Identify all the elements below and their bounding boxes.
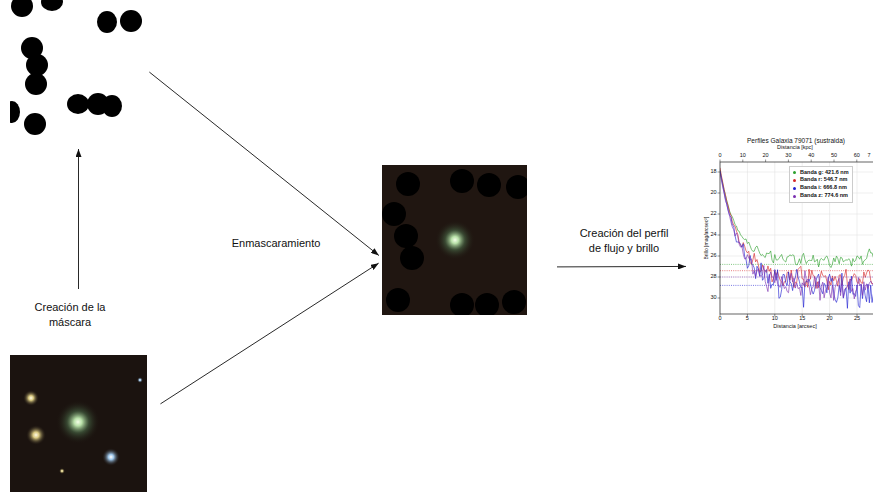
mask-image [10, 0, 147, 135]
tick-label: 25 [854, 316, 860, 322]
tick-label: 24 [710, 232, 716, 238]
tick-label: 30 [785, 153, 791, 159]
tick-label: 5 [746, 316, 749, 322]
tick-label: 22 [710, 211, 716, 217]
plot-title: Perfiles Galaxia 79071 (sustraida) [715, 135, 873, 144]
legend-row: Banda z: 774.6 nm [793, 192, 849, 200]
connector-arrow [160, 263, 378, 404]
galaxy-image [10, 355, 147, 492]
plot-legend: Banda g: 421.6 nmBanda r: 546.7 nmBanda … [789, 166, 853, 203]
tick-label: 26 [710, 253, 716, 259]
legend-text: Banda i: 666.8 nm [800, 184, 847, 192]
tick-label: 7 [867, 153, 870, 159]
masked-image-panel [382, 165, 527, 315]
tick-label: 15 [799, 316, 805, 322]
edge-label: Creación de la máscara [28, 299, 112, 331]
tick-label: 20 [827, 316, 833, 322]
connector-arrow [149, 72, 379, 255]
mask-image-panel [10, 0, 147, 135]
legend-row: Banda g: 421.6 nm [793, 169, 849, 177]
profile-plot [718, 160, 873, 317]
legend-text: Banda g: 421.6 nm [800, 169, 849, 177]
legend-swatch [793, 179, 796, 182]
tick-label: 10 [772, 316, 778, 322]
tick-label: 30 [710, 295, 716, 301]
axis-title: Distancia [arcsec] [773, 324, 816, 330]
legend-row: Banda i: 666.8 nm [793, 184, 849, 192]
tick-label: 20 [763, 153, 769, 159]
legend-swatch [793, 187, 796, 190]
connector-arrow [78, 149, 79, 289]
legend-swatch [793, 195, 796, 198]
step-label: Enmascaramiento [232, 238, 321, 249]
tick-label: 0 [718, 316, 721, 322]
legend-swatch [793, 171, 796, 174]
axis-title: Brillo [mag/arcsec²] [704, 217, 709, 260]
tick-label: 50 [831, 153, 837, 159]
galaxy-image-panel [10, 355, 147, 492]
axis-title: Distancia [kpc] [777, 145, 813, 151]
plot-panel: Perfiles Galaxia 79071 (sustraida) [715, 135, 873, 320]
tick-label: 28 [710, 274, 716, 280]
tick-label: 20 [710, 190, 716, 196]
tick-label: 0 [718, 153, 721, 159]
legend-row: Banda r: 546.7 nm [793, 176, 849, 184]
connector-arrow [557, 266, 686, 267]
masked-image [382, 165, 527, 315]
legend-text: Banda z: 774.6 nm [800, 192, 848, 200]
edge-label: Creación del perfil de flujo y brillo [574, 225, 674, 257]
tick-label: 60 [854, 153, 860, 159]
tick-label: 10 [740, 153, 746, 159]
tick-label: 18 [710, 169, 716, 175]
tick-label: 40 [808, 153, 814, 159]
legend-text: Banda r: 546.7 nm [800, 176, 847, 184]
